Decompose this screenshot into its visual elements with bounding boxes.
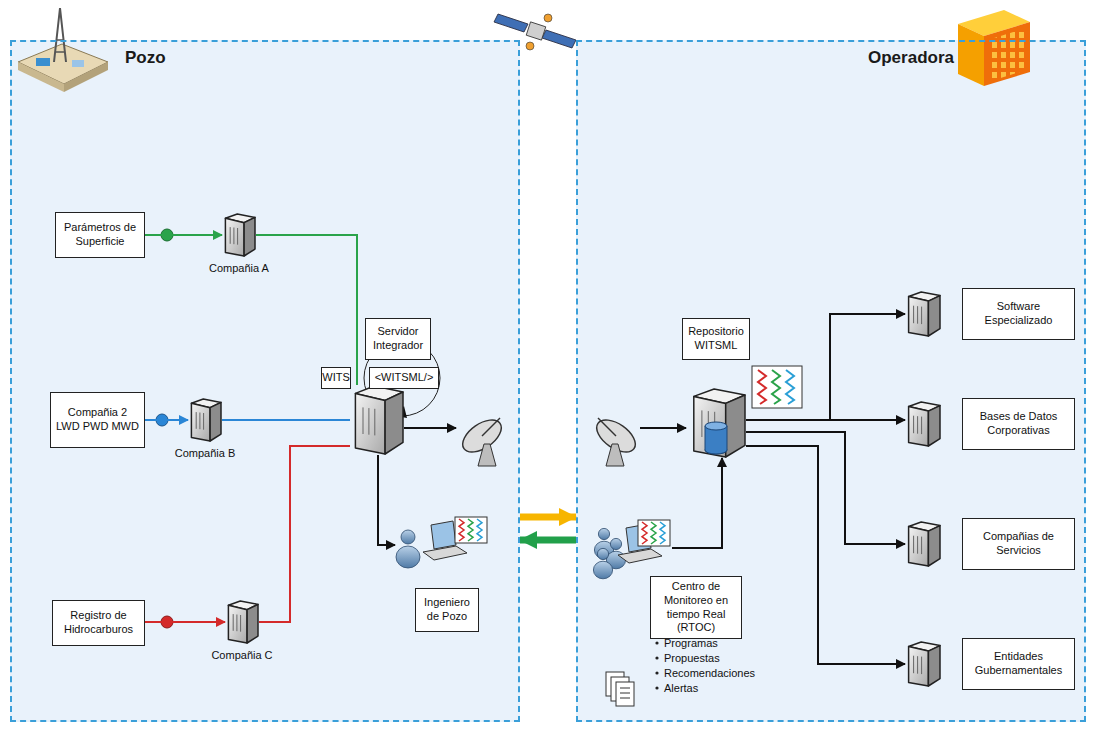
connector: [746, 419, 905, 421]
server-label: Compañia C: [192, 649, 292, 662]
region-panel: PozoParámetros de SuperficieCompañia ACo…: [10, 40, 520, 722]
region-panel: OperadoraRepositorio WITSML Software Espe…: [576, 40, 1086, 722]
server-icon: [905, 291, 941, 337]
server-icon: [688, 388, 746, 458]
connector: [145, 419, 188, 421]
server-node: Compañia C: [225, 600, 259, 644]
server-icon: [905, 641, 941, 687]
box-text: Parámetros de Superficie: [61, 221, 139, 249]
connector: [378, 455, 395, 545]
connector: [746, 314, 905, 420]
satellite-icon: [494, 14, 576, 50]
service-node: Entidades Gubernamentales: [905, 638, 1075, 690]
box-text: Compañia 2 LWD PWD MWD: [56, 406, 139, 434]
service-node: Compañias de Servicios: [905, 518, 1075, 570]
connector: [746, 446, 905, 664]
region-ground: [10, 40, 520, 722]
region-ground: [576, 40, 1086, 722]
connector: [520, 537, 576, 544]
downlink-arrow: [640, 427, 686, 429]
process-box: WITS: [321, 367, 351, 389]
document-icon: [606, 672, 634, 706]
process-box: Compañia 2 LWD PWD MWD: [50, 392, 145, 448]
chart-icon: [752, 366, 802, 408]
server-icon: [222, 213, 256, 257]
region-heading: Pozo: [125, 48, 166, 68]
label-box: Ingeniero de Pozo: [415, 588, 479, 632]
connector: [256, 235, 357, 385]
process-box: Parámetros de Superficie: [55, 212, 145, 258]
user-node: Ingeniero de Pozo: [395, 515, 495, 570]
box-text: Registro de Hidrocarburos: [58, 609, 139, 637]
label-box: Repositorio WITSML: [682, 318, 750, 360]
server-node: Servidor Integrador: [350, 385, 404, 455]
bullet: [655, 641, 658, 689]
box-text: WITS: [322, 371, 350, 385]
server-icon: [905, 521, 941, 567]
process-box: Registro de Hidrocarburos: [52, 600, 145, 646]
server-node: Compañia B: [188, 398, 222, 442]
rig-icon: [18, 8, 108, 92]
list-item: Propuestas: [664, 652, 720, 665]
list-item: Programas: [664, 637, 718, 650]
service-node: Software Especializado: [905, 288, 1075, 340]
process-box: <WITSML/>: [369, 367, 439, 389]
list-item: Recomendaciones: [664, 667, 755, 680]
user-node: Centro de Monitoreo en tiempo Real (RTOC…: [594, 518, 672, 574]
service-box: Bases de Datos Corporativas: [962, 398, 1075, 450]
server-icon: [188, 398, 222, 442]
connector: [259, 446, 350, 622]
box-text: <WITSML/>: [375, 371, 434, 385]
region-heading: Operadora: [868, 48, 954, 68]
connector: [672, 458, 722, 548]
people-icon: [395, 515, 495, 570]
service-box: Compañias de Servicios: [962, 518, 1075, 570]
server-icon: [905, 401, 941, 447]
label-box: Servidor Integrador: [365, 318, 431, 360]
dish-icon: [457, 414, 507, 466]
service-node: Bases de Datos Corporativas: [905, 398, 1075, 450]
connector: [520, 514, 576, 521]
server-label: Compañia A: [189, 262, 289, 275]
building-icon: [958, 10, 1030, 86]
service-box: Software Especializado: [962, 288, 1075, 340]
server-label: Compañia B: [155, 447, 255, 460]
service-box: Entidades Gubernamentales: [962, 638, 1075, 690]
connector: [145, 621, 225, 623]
connector: [222, 419, 350, 421]
server-icon: [225, 600, 259, 644]
connector: [145, 234, 222, 236]
server-node: Compañia A: [222, 213, 256, 257]
label-box: Centro de Monitoreo en tiempo Real (RTOC…: [650, 576, 742, 639]
server-node: Repositorio WITSML: [688, 388, 746, 458]
connector: [746, 432, 905, 544]
people-icon: [594, 518, 672, 574]
server-icon: [350, 385, 404, 455]
uplink-arrow: [404, 427, 456, 429]
dish-icon: [591, 414, 641, 466]
list-item: Alertas: [664, 682, 698, 695]
